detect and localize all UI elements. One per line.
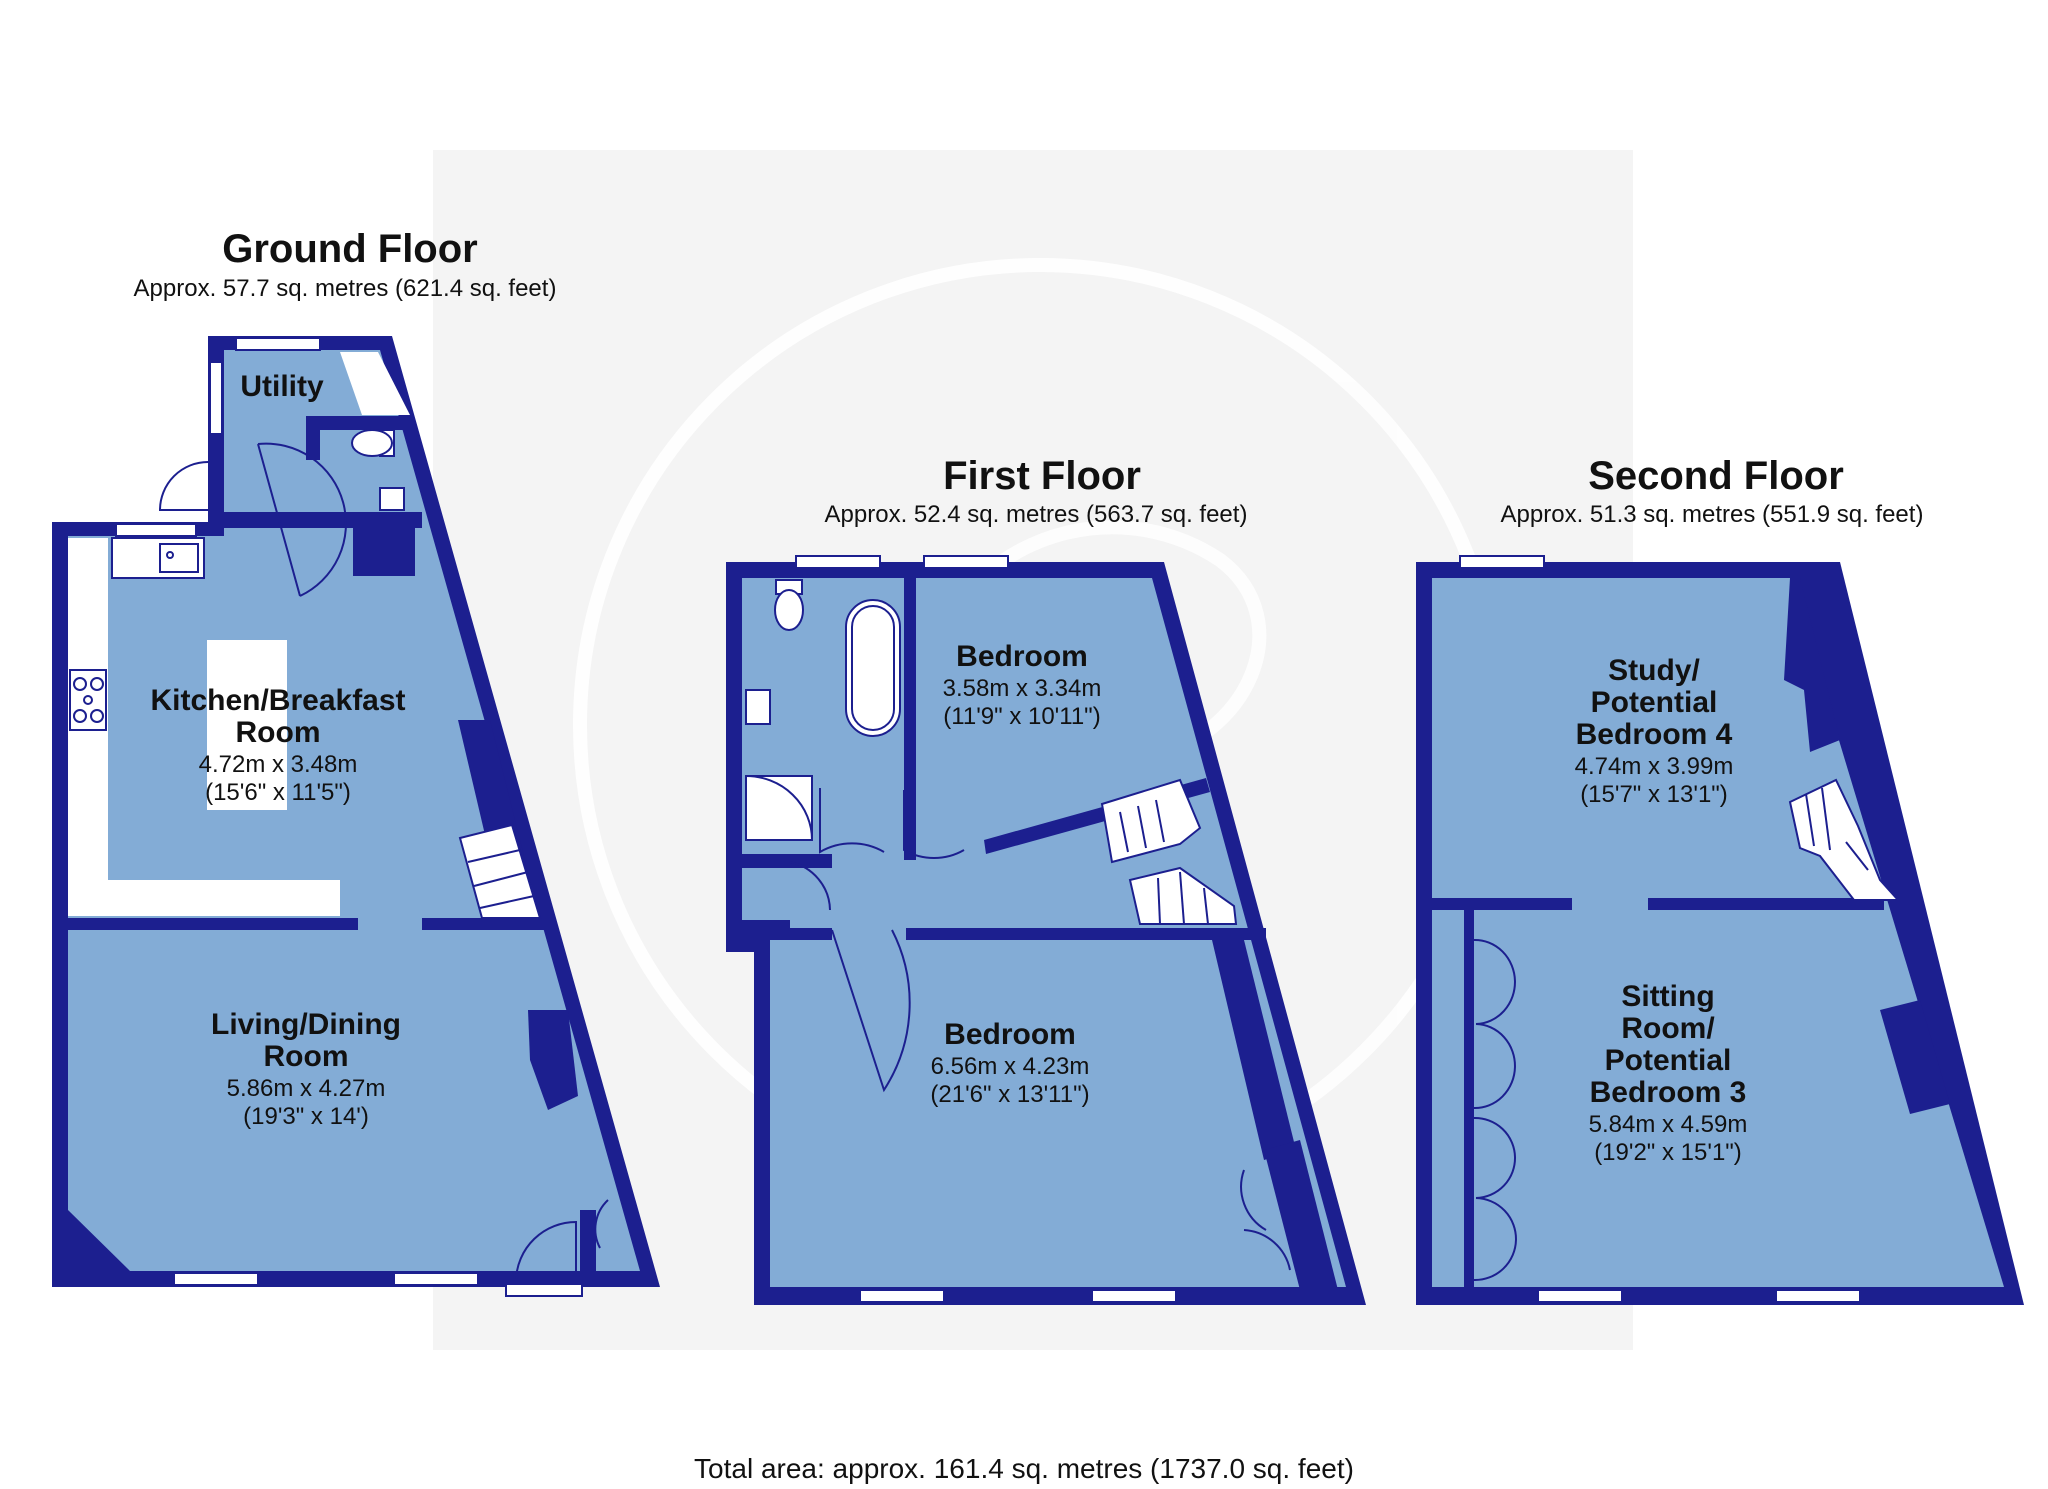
ground-window-living-2 [393, 1272, 479, 1286]
second-stairs [1788, 778, 1901, 901]
second-floor-title: Second Floor [1588, 454, 1844, 498]
first-wall-bedroom-top-b [906, 928, 1266, 940]
ground-wall-chimney-living [528, 1010, 578, 1110]
ground-window-utility-top [235, 337, 321, 351]
kitchen-room-imperial: (15'6" x 11'5") [205, 779, 351, 806]
second-floor-area-fill [1432, 578, 2004, 1287]
second-floor-plan: Second Floor Approx. 51.3 sq. metres (55… [1416, 454, 2024, 1305]
bathtub-icon [845, 599, 901, 737]
second-wall-partition-a [1432, 898, 1572, 910]
second-wall-chimney-study [1784, 578, 1840, 752]
sitting-label-line3: Potential [1605, 1044, 1732, 1077]
second-window-sitting-1 [1537, 1289, 1623, 1303]
first-window-bedroom-large-2 [1091, 1289, 1177, 1303]
ground-wall-kitchen-living-b [422, 918, 550, 930]
total-area: Total area: approx. 161.4 sq. metres (17… [694, 1453, 1354, 1484]
first-wall-bedroom-top-a [742, 928, 832, 940]
study-label-line3: Bedroom 4 [1576, 718, 1733, 751]
second-wardrobe-door-1 [1473, 938, 1516, 1110]
first-toilet-icon [774, 579, 804, 631]
kitchen-sink-icon [111, 537, 205, 579]
second-wall-wardrobe [1464, 910, 1474, 1288]
first-door-cupboard [1240, 1169, 1291, 1271]
first-door-bedroom-small [903, 790, 965, 860]
bedroom-large-metric: 6.56m x 4.23m [931, 1053, 1090, 1080]
living-room-label-line1: Living/Dining [211, 1008, 401, 1041]
ground-floor-area-fill [68, 350, 640, 1271]
ground-floor-area: Approx. 57.7 sq. metres (621.4 sq. feet) [134, 275, 557, 302]
first-floor-plan: First Floor Approx. 52.4 sq. metres (563… [726, 454, 1366, 1305]
kitchen-room-label-line1: Kitchen/Breakfast [150, 684, 405, 717]
ground-wall-lobby [580, 1210, 596, 1274]
first-door-bathroom [819, 788, 885, 854]
utility-room-label: Utility [240, 370, 324, 403]
second-window-sitting-2 [1775, 1289, 1861, 1303]
toilet-icon [351, 429, 395, 457]
second-window-study [1459, 555, 1545, 569]
ground-wall-kitchen-living-a [68, 918, 358, 930]
ground-door-utility-outside [158, 461, 209, 511]
ground-door-utility-kitchen [257, 442, 347, 597]
sitting-imperial: (19'2" x 15'1") [1594, 1139, 1742, 1166]
ground-window-door [505, 1283, 583, 1297]
study-imperial: (15'7" x 13'1") [1580, 781, 1728, 808]
ground-door-lobby [594, 1199, 609, 1249]
living-room-imperial: (19'3" x 14') [243, 1103, 369, 1130]
ground-wall-pier [353, 528, 415, 576]
first-basin-icon [745, 689, 771, 725]
living-room-label-line2: Room [264, 1040, 349, 1073]
ground-door-front [515, 1220, 577, 1281]
bedroom-small-metric: 3.58m x 3.34m [943, 675, 1102, 702]
ground-window-utility-side [209, 361, 223, 435]
first-wall-chimney [1212, 940, 1296, 1160]
wc-basin-icon [379, 487, 405, 511]
sitting-metric: 5.84m x 4.59m [1589, 1111, 1748, 1138]
kitchen-room-label-line2: Room [236, 716, 321, 749]
first-wall-bath-bed [904, 578, 916, 860]
ground-window-kitchen [115, 523, 197, 537]
first-floor-title: First Floor [943, 454, 1141, 498]
bedroom-large-imperial: (21'6" x 13'11") [930, 1081, 1089, 1108]
ground-wall-wc-top [306, 416, 406, 430]
bedroom-small-imperial: (11'9" x 10'11") [943, 703, 1100, 730]
first-window-bedroom-small [923, 555, 1009, 569]
ground-window-living-1 [173, 1272, 259, 1286]
hob-icon [69, 669, 107, 731]
sitting-label-line1: Sitting [1621, 980, 1714, 1013]
sitting-label-line2: Room/ [1621, 1012, 1715, 1045]
utility-store-area [340, 352, 410, 415]
kitchen-counter-bottom [68, 880, 340, 916]
second-floor-area: Approx. 51.3 sq. metres (551.9 sq. feet) [1501, 501, 1924, 528]
first-window-bath [795, 555, 881, 569]
bedroom-small-label: Bedroom [956, 640, 1088, 673]
second-wall-chimney-sitting [1880, 1000, 1950, 1114]
study-label-line2: Potential [1591, 686, 1718, 719]
first-door-bedroom-large [831, 929, 911, 1093]
ground-wall-utility-kitchen [224, 512, 314, 528]
second-wardrobe-door-2 [1473, 1116, 1517, 1282]
bedroom-large-label: Bedroom [944, 1018, 1076, 1051]
kitchen-room-metric: 4.72m x 3.48m [199, 751, 358, 778]
ground-wall-corner-fill [68, 1210, 130, 1271]
ground-floor-title: Ground Floor [222, 227, 478, 271]
first-floor-area: Approx. 52.4 sq. metres (563.7 sq. feet) [825, 501, 1248, 528]
ground-floor-plan: Ground Floor Approx. 57.7 sq. metres (62… [52, 227, 660, 1297]
kitchen-island [207, 640, 287, 810]
study-metric: 4.74m x 3.99m [1575, 753, 1734, 780]
ground-wall-wc-base [306, 512, 422, 528]
study-label-line1: Study/ [1608, 654, 1700, 687]
living-room-metric: 5.86m x 4.27m [227, 1075, 386, 1102]
first-door-landing-closet [789, 861, 831, 911]
ground-stairs [458, 823, 542, 919]
sitting-label-line4: Bedroom 3 [1590, 1076, 1747, 1109]
shower-icon [745, 775, 813, 841]
first-wall-cupboard [1264, 1140, 1338, 1290]
second-wall-partition-b [1648, 898, 1884, 910]
first-window-bedroom-large-1 [859, 1289, 945, 1303]
first-stairs [1100, 778, 1238, 925]
first-wall-bath-left [742, 854, 832, 868]
